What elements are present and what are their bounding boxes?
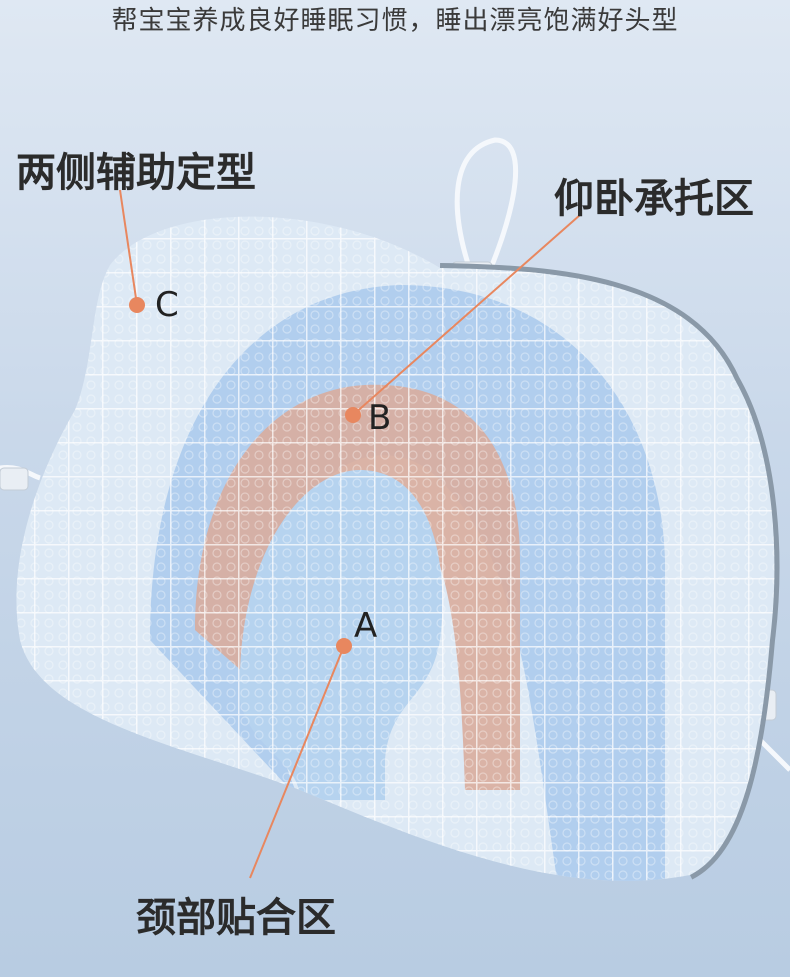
marker-c-letter: C: [155, 285, 179, 325]
supine-support-label: 仰卧承托区: [554, 176, 754, 222]
hang-loop: [454, 137, 519, 271]
neck-fit-label: 颈部贴合区: [136, 895, 336, 941]
side-support-label: 两侧辅助定型: [16, 150, 256, 196]
pointer-line-a: [249, 645, 345, 879]
string-clip-left: [0, 467, 29, 491]
marker-dot-b: [345, 407, 361, 423]
marker-dot-c: [129, 297, 145, 313]
page-subtitle: 帮宝宝养成良好睡眠习惯，睡出漂亮饱满好头型: [111, 6, 679, 36]
pointer-line-c: [119, 189, 138, 306]
marker-a-letter: A: [354, 606, 378, 646]
marker-b-letter: B: [368, 398, 392, 438]
marker-dot-a: [336, 638, 352, 654]
pointer-line-b: [352, 214, 581, 416]
